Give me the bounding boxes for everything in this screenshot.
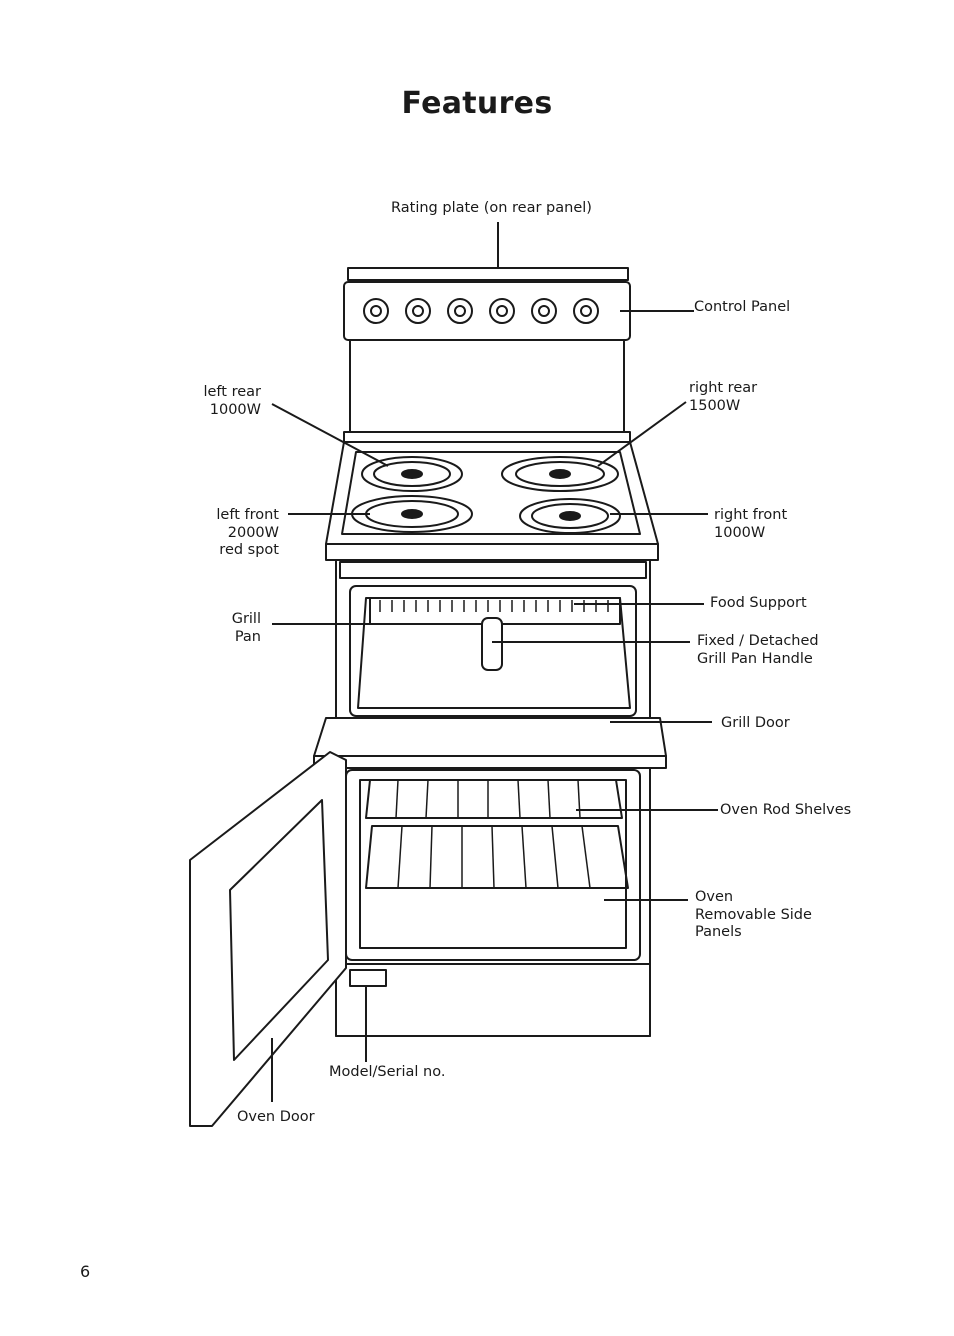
page-number: 6 (80, 1262, 91, 1281)
plinth (335, 963, 651, 1037)
label-oven-door: Oven Door (237, 1109, 315, 1125)
oven-rod-shelves (365, 779, 629, 889)
label-oven-rod-shelves: Oven Rod Shelves (720, 802, 852, 818)
label-rating-plate: Rating plate (on rear panel) (391, 200, 592, 216)
model-serial-plate (349, 969, 387, 987)
page-title: Features (401, 86, 553, 121)
label-model-serial: Model/Serial no. (329, 1064, 446, 1080)
label-grill-door: Grill Door (721, 715, 790, 731)
control-panel (343, 281, 631, 341)
control-knobs (363, 298, 599, 324)
grill-pan-handle (481, 617, 503, 671)
label-control-panel: Control Panel (694, 299, 791, 315)
grill-door (313, 717, 667, 757)
label-food-support: Food Support (710, 595, 807, 611)
grill-compartment (349, 585, 637, 717)
